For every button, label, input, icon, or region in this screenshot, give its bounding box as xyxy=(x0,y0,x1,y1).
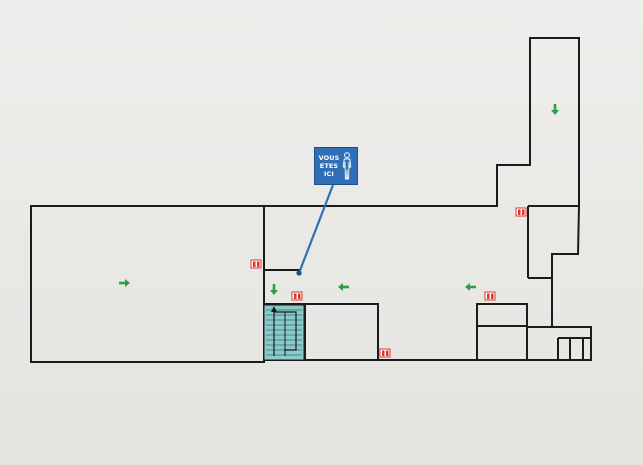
you-are-here-marker: VOUS ETES ICI xyxy=(314,147,358,185)
fire-extinguisher-icon xyxy=(250,259,262,269)
person-icon xyxy=(343,152,352,180)
green-exit-arrow-icon xyxy=(551,104,559,115)
fire-extinguisher-icon xyxy=(484,291,496,301)
exit-arrows xyxy=(119,104,559,295)
fire-extinguisher-icon xyxy=(291,291,303,301)
green-exit-arrow-icon xyxy=(338,283,349,291)
green-exit-arrow-icon xyxy=(270,284,278,295)
marker-line-1: VOUS xyxy=(318,154,340,162)
staircase-icon xyxy=(263,304,305,361)
marker-line-2: ETES xyxy=(319,162,339,170)
green-exit-arrow-icon xyxy=(465,283,476,291)
left-room-walls xyxy=(30,205,265,363)
location-dot xyxy=(296,270,302,276)
marker-text: VOUS ETES ICI xyxy=(319,154,340,178)
green-exit-arrow-icon xyxy=(119,279,130,287)
marker-line-3: ICI xyxy=(324,170,334,178)
right-room-walls xyxy=(476,303,528,361)
you-are-here-pointer xyxy=(296,184,335,276)
extinguishers xyxy=(250,207,527,358)
fire-extinguisher-icon xyxy=(379,348,391,358)
corridor-outline xyxy=(264,37,592,361)
fire-extinguisher-icon xyxy=(515,207,527,217)
